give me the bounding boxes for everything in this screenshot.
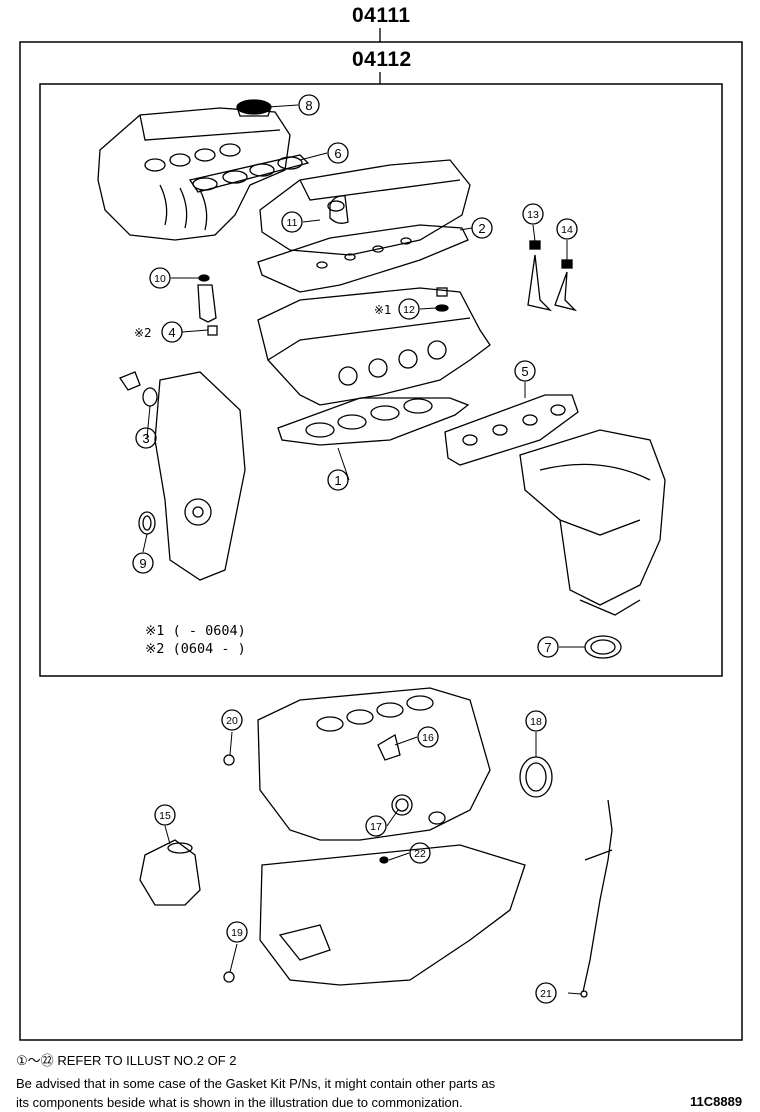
illustration-code: 11C8889 xyxy=(690,1094,743,1109)
range-sep: ～ xyxy=(27,1053,41,1068)
callout-10: 10 xyxy=(149,267,171,289)
callout-13-text: 13 xyxy=(527,209,539,221)
intake-manifold-drawing xyxy=(97,107,291,241)
water-pump-drawing xyxy=(377,733,446,864)
intake-manifold-gasket-drawing xyxy=(188,154,310,193)
exhaust-manifold-gasket-drawing xyxy=(444,394,579,466)
mark-ref-12: ※1 xyxy=(374,303,392,317)
callout-2-text: 2 xyxy=(478,221,485,236)
callout-19: 19 xyxy=(226,921,248,943)
water-outlet-gasket-drawing xyxy=(391,794,413,816)
cylinder-head-cover-drawing xyxy=(259,159,471,256)
callout-13: 13 xyxy=(522,203,544,225)
range-end: ㉒ xyxy=(40,1053,54,1068)
oil-pump-drawing xyxy=(139,839,201,906)
cylinder-head-gasket-drawing xyxy=(277,397,470,446)
oil-filler-cap-drawing xyxy=(236,99,272,117)
oil-pan-drawing xyxy=(259,844,526,986)
crankshaft-oil-seal-drawing xyxy=(138,511,156,535)
advice-line-1: Be advised that in some case of the Gask… xyxy=(16,1076,496,1091)
callout-6-text: 6 xyxy=(334,146,341,161)
callout-15-text: 15 xyxy=(159,810,171,822)
callout-20-text: 20 xyxy=(226,715,238,727)
callout-5: 5 xyxy=(514,360,536,382)
callout-10-text: 10 xyxy=(154,273,166,285)
injector-drawing xyxy=(197,274,218,336)
mark-ref-4: ※2 xyxy=(134,326,152,340)
callout-11-text: 11 xyxy=(287,217,298,229)
callout-6: 6 xyxy=(327,142,349,164)
callout-21: 21 xyxy=(535,982,557,1004)
cylinder-block-drawing xyxy=(257,687,491,841)
callout-22-text: 22 xyxy=(414,848,426,860)
callout-4: 4 xyxy=(161,321,183,343)
callout-16: 16 xyxy=(417,726,439,748)
callout-17: 17 xyxy=(365,815,387,837)
callout-15: 15 xyxy=(154,804,176,826)
callout-2: 2 xyxy=(471,217,493,239)
range-start: ① xyxy=(16,1053,28,1068)
oil-level-gauge-guide-drawing xyxy=(580,799,613,998)
callout-9-text: 9 xyxy=(139,556,146,571)
refer-line: ①～㉒ REFER TO ILLUST NO.2 OF 2 xyxy=(16,1050,236,1069)
callout-leaders xyxy=(142,104,585,995)
kit-outer-frame xyxy=(19,41,743,1041)
kit-number-inner: 04112 xyxy=(352,48,412,71)
callout-1: 1 xyxy=(327,469,349,491)
valve-stem-seal-drawing xyxy=(527,240,578,312)
callout-14-text: 14 xyxy=(561,224,573,236)
kit-inner-frame xyxy=(39,83,723,677)
callout-21-text: 21 xyxy=(540,988,552,1000)
plug-gasket-drawing xyxy=(223,754,235,983)
cylinder-head-drawing xyxy=(257,287,491,406)
note-1: ※1 ( - 0604) xyxy=(145,623,246,639)
note-2: ※2 (0604 - ) xyxy=(145,641,246,657)
timing-chain-cover-drawing xyxy=(119,371,246,581)
callout-4-text: 4 xyxy=(168,325,175,340)
callout-8-text: 8 xyxy=(305,98,312,113)
callout-12: 12 xyxy=(398,298,420,320)
callout-20: 20 xyxy=(221,709,243,731)
callout-16-text: 16 xyxy=(422,732,434,744)
exhaust-manifold-drawing xyxy=(519,429,666,616)
callout-3: 3 xyxy=(135,427,157,449)
callout-7: 7 xyxy=(537,636,559,658)
exhaust-pipe-gasket-drawing xyxy=(584,635,622,659)
callout-14: 14 xyxy=(556,218,578,240)
advice-line-2: its components beside what is shown in t… xyxy=(16,1095,463,1110)
callout-9: 9 xyxy=(132,552,154,574)
callout-8: 8 xyxy=(298,94,320,116)
callout-18-text: 18 xyxy=(530,716,542,728)
callout-22: 22 xyxy=(409,842,431,864)
callout-12-text: 12 xyxy=(403,304,415,316)
callout-18: 18 xyxy=(525,710,547,732)
callout-17-text: 17 xyxy=(370,821,382,833)
spark-plug-tube-gasket-drawing xyxy=(435,287,449,312)
cylinder-head-cover-gasket-drawing xyxy=(257,224,469,293)
callout-1-text: 1 xyxy=(334,473,341,488)
rear-oil-seal-drawing xyxy=(519,756,553,798)
refer-text: REFER TO ILLUST NO.2 OF 2 xyxy=(57,1053,237,1068)
callout-7-text: 7 xyxy=(544,640,551,655)
kit-number-outer: 04111 xyxy=(352,4,411,27)
callout-3-text: 3 xyxy=(142,431,149,446)
callout-11: 11 xyxy=(281,211,303,233)
callout-19-text: 19 xyxy=(231,927,243,939)
callout-5-text: 5 xyxy=(521,364,528,379)
